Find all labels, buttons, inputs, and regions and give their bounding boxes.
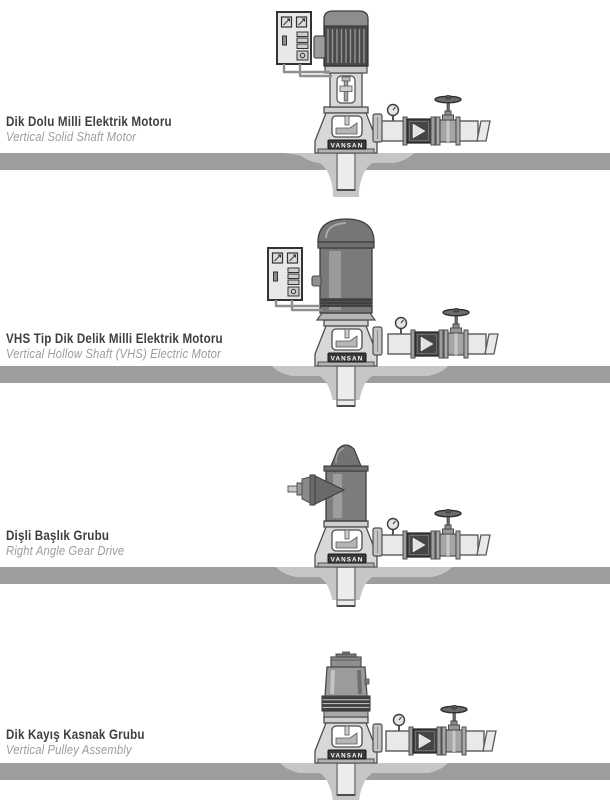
title-turkish: Dik Kayış Kasnak Grubu (6, 727, 145, 742)
title-english: Right Angle Gear Drive (6, 542, 125, 558)
control-panel (267, 247, 303, 301)
brand-nameplate: VANSAN (331, 556, 364, 563)
discharge-piping (378, 94, 492, 147)
column-pipe (336, 566, 356, 600)
discharge-piping (384, 704, 498, 757)
discharge-piping (378, 508, 492, 561)
illustration-solid-shaft-motor: VANSAN (0, 10, 610, 197)
column-pipe (336, 762, 356, 796)
discharge-piping (386, 307, 500, 360)
label-solid-shaft-motor: Dik Dolu Milli Elektrik Motoru Vertical … (6, 114, 199, 144)
title-turkish: Dik Dolu Milli Elektrik Motoru (6, 114, 172, 129)
label-gear-drive: Dişli Başlık Grubu Right Angle Gear Driv… (6, 528, 144, 558)
column-pipe (336, 365, 356, 400)
title-english: Vertical Solid Shaft Motor (6, 128, 137, 144)
pulley-drive-head (320, 649, 372, 719)
title-english: Vertical Hollow Shaft (VHS) Electric Mot… (6, 345, 221, 361)
solid-shaft-motor (313, 10, 369, 108)
illustration-gear-drive: VANSAN (0, 400, 610, 600)
power-cable (290, 300, 322, 312)
section-vhs-motor: VANSAN VHS Tip Dik Delik Milli Elektrik … (0, 200, 610, 400)
brand-nameplate: VANSAN (331, 752, 364, 759)
illustration-pulley-assembly: VANSAN (0, 600, 610, 800)
label-vhs-motor: VHS Tip Dik Delik Milli Elektrik Motoru … (6, 331, 258, 361)
title-turkish: Dişli Başlık Grubu (6, 528, 110, 543)
brand-nameplate: VANSAN (331, 355, 364, 362)
gear-drive-head (287, 444, 369, 522)
power-cable (298, 64, 332, 78)
brand-nameplate: VANSAN (331, 142, 364, 149)
power-cable (274, 300, 320, 308)
illustration-vhs-motor: VANSAN (0, 218, 610, 400)
vhs-motor (311, 218, 376, 321)
title-english: Vertical Pulley Assembly (6, 741, 132, 757)
section-solid-shaft-motor: VANSAN Dik Dolu Milli Elektrik Motoru Ve… (0, 0, 610, 200)
control-panel (276, 11, 312, 65)
section-pulley-assembly: VANSAN Dik Kayış Kasnak Grubu Vertical P… (0, 600, 610, 800)
section-gear-drive: VANSAN Dişli Başlık Grubu Right Angle Ge… (0, 400, 610, 600)
power-cable (282, 64, 330, 74)
ground-band (0, 153, 610, 170)
label-pulley-assembly: Dik Kayış Kasnak Grubu Vertical Pulley A… (6, 727, 167, 757)
title-turkish: VHS Tip Dik Delik Milli Elektrik Motoru (6, 331, 223, 346)
column-pipe (336, 152, 356, 191)
